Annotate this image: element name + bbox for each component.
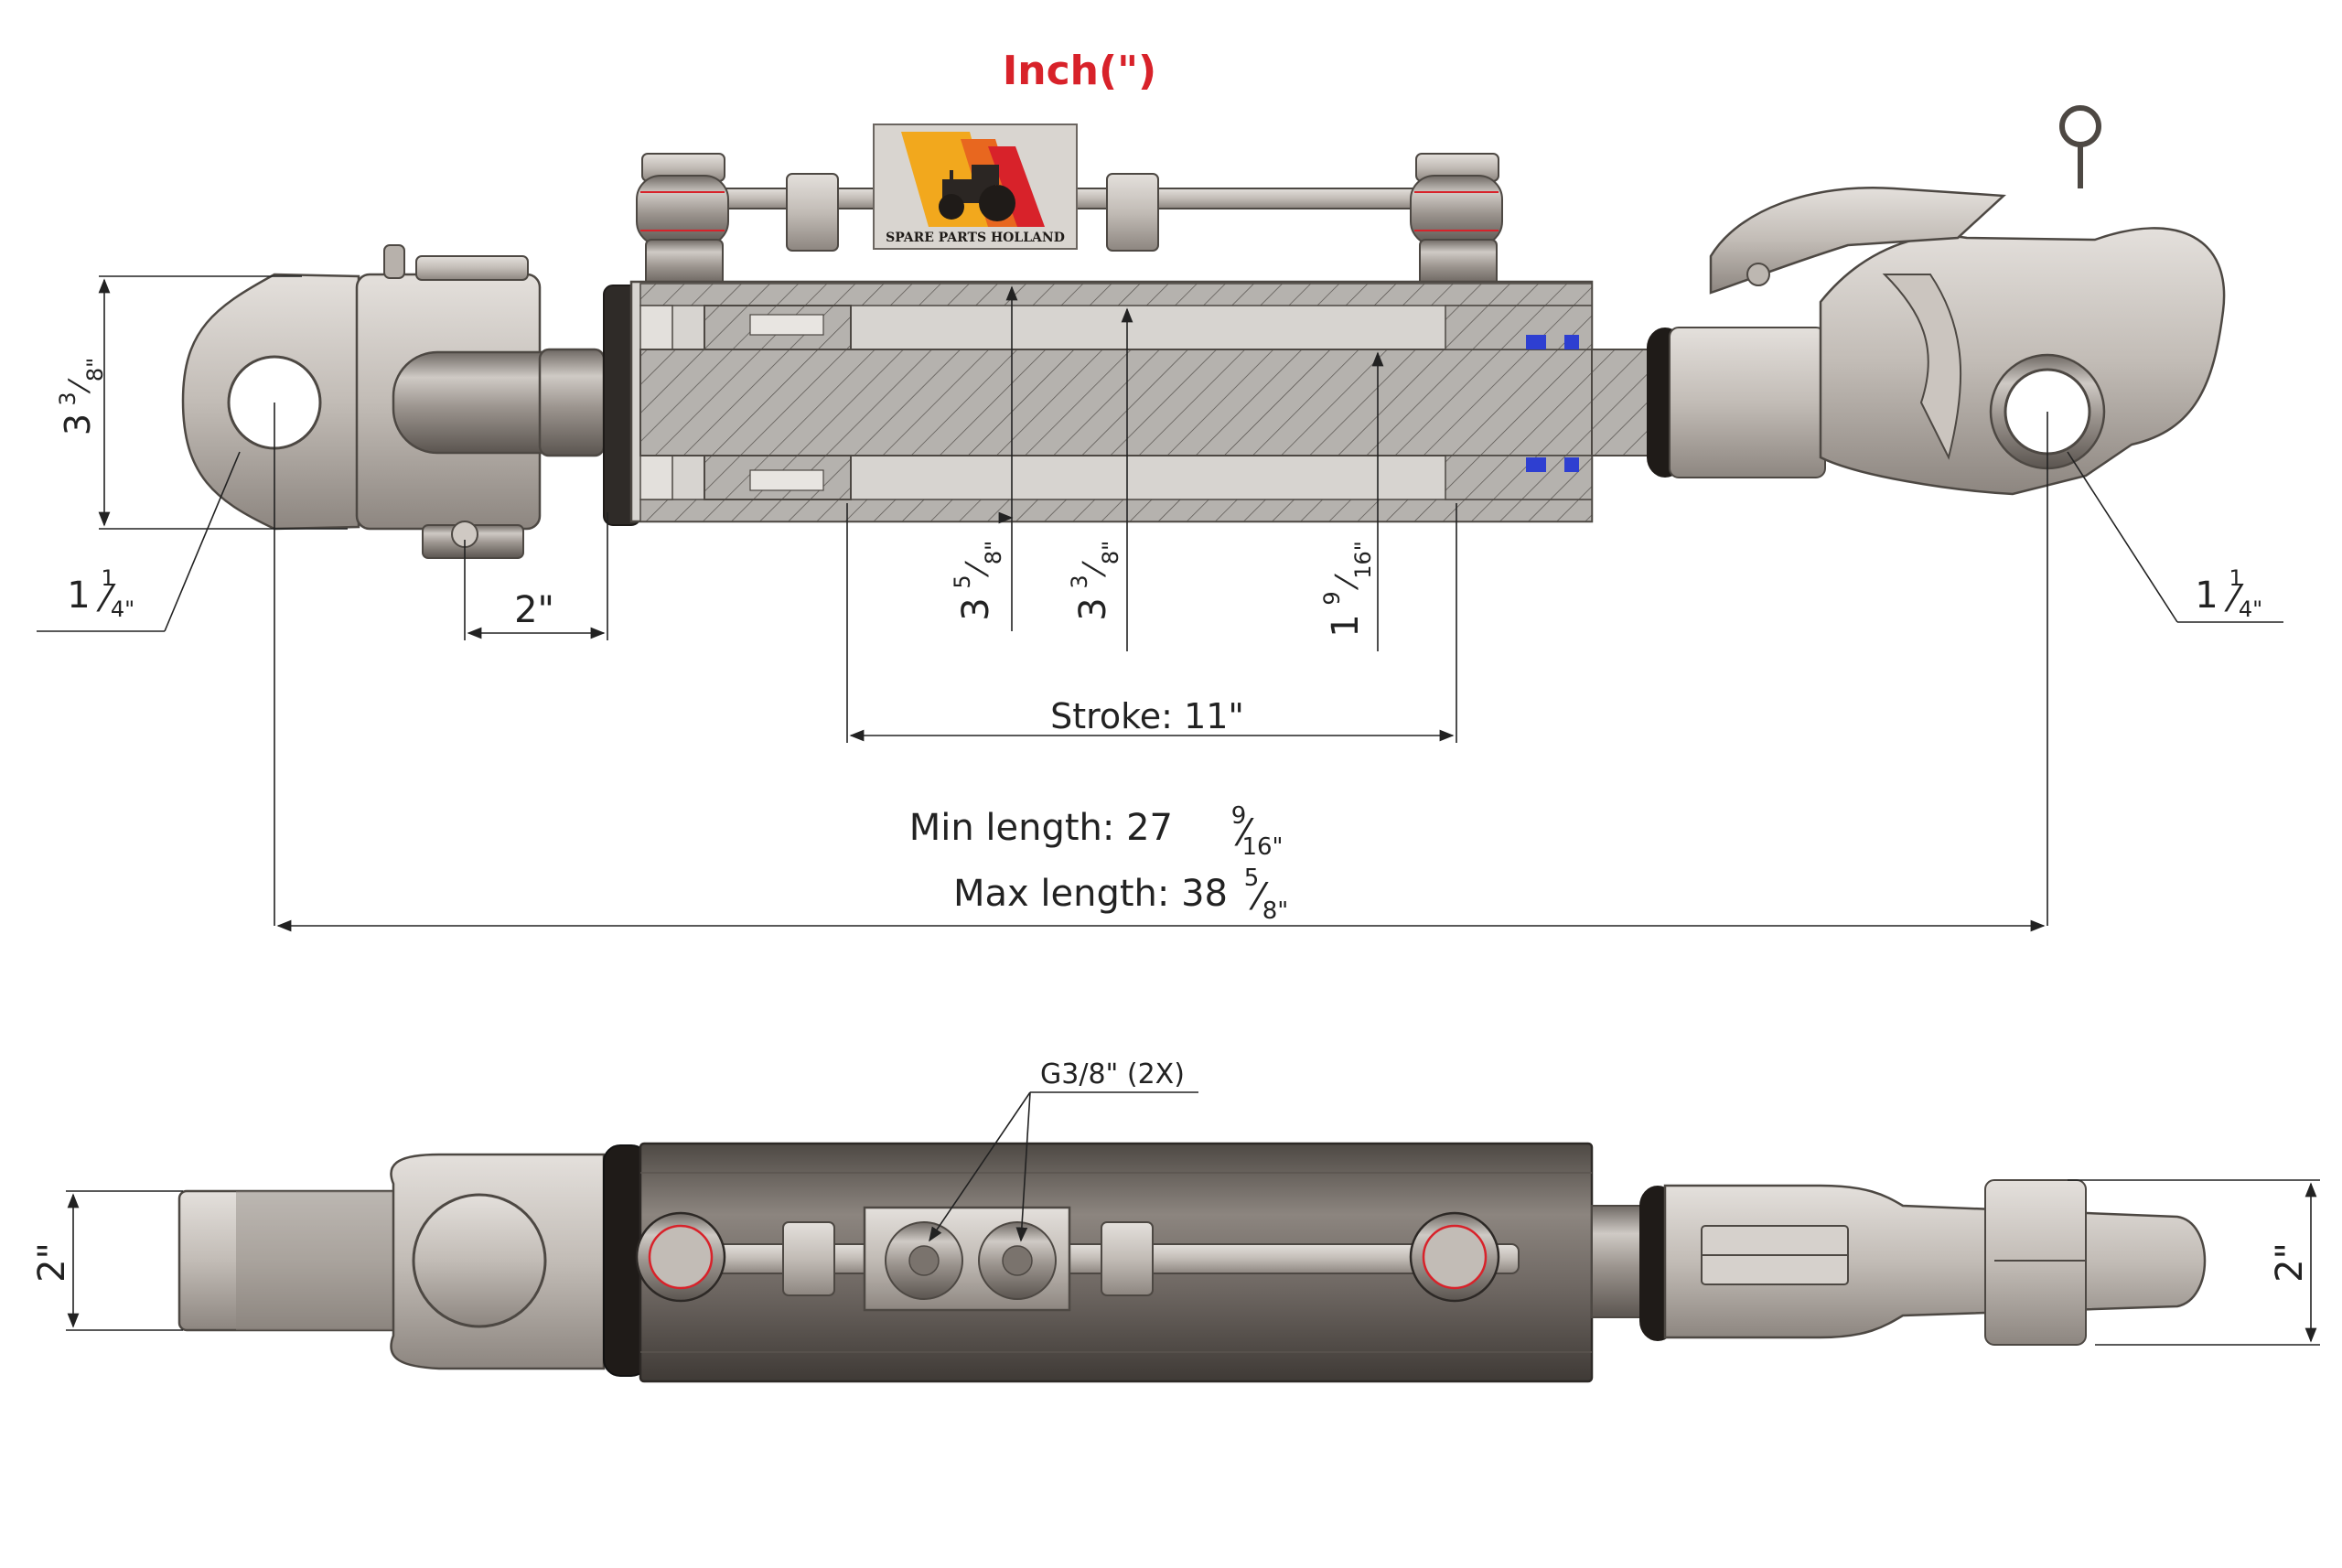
svg-text:1: 1: [1325, 614, 1367, 637]
label-stroke: Stroke: 11": [1050, 696, 1244, 736]
svg-text:Min length: 27: Min length: 27: [909, 807, 1173, 849]
label-height-left: 3 3 ⁄ 8": [55, 358, 108, 435]
svg-text:4": 4": [2239, 596, 2262, 622]
label-port: G3/8" (2X): [1040, 1058, 1185, 1090]
label-rod-dia: 1 9 ⁄ 16": [1319, 541, 1376, 638]
unit-title: Inch("): [1003, 48, 1156, 94]
svg-text:3: 3: [1067, 575, 1092, 588]
right-hook: [1709, 105, 2226, 496]
svg-text:1: 1: [67, 575, 90, 617]
top-view: SPARE PARTS HOLLAND: [37, 105, 2283, 932]
label-outer-dia: 3 5 ⁄ 8": [950, 541, 1006, 621]
svg-text:1: 1: [101, 565, 114, 591]
svg-text:1: 1: [2229, 565, 2242, 591]
label-bore-dia: 3 3 ⁄ 8": [1067, 541, 1123, 621]
logo-text: SPARE PARTS HOLLAND: [886, 231, 1065, 245]
svg-text:9: 9: [1231, 802, 1247, 830]
svg-text:5: 5: [950, 575, 975, 588]
label-width-right: 2": [2269, 1242, 2311, 1283]
svg-text:3: 3: [55, 392, 81, 405]
label-clevis-offset: 2": [514, 589, 554, 631]
label-pin-right: 1 1 ⁄ 4": [2195, 565, 2262, 622]
svg-text:16": 16": [1241, 833, 1283, 861]
label-width-left: 2": [31, 1242, 73, 1283]
svg-text:3: 3: [58, 413, 98, 435]
left-clevis: [181, 244, 615, 559]
svg-text:1: 1: [2195, 575, 2218, 617]
label-min-length: Min length: 27 9 ⁄ 16": [909, 802, 1284, 861]
spare-parts-holland-logo: SPARE PARTS HOLLAND: [873, 124, 1078, 250]
svg-text:9: 9: [1319, 591, 1345, 605]
svg-text:3: 3: [1072, 597, 1114, 620]
port-right: [1002, 1245, 1033, 1276]
svg-text:8": 8": [1098, 541, 1123, 564]
tractor-icon: [939, 165, 1015, 221]
dimension-lines-side: [66, 1091, 2320, 1346]
dimension-lines-top: [37, 275, 2283, 932]
svg-text:4": 4": [111, 596, 134, 622]
label-max-length: Max length: 38 5 ⁄ 8": [953, 865, 1288, 925]
svg-text:5: 5: [1244, 865, 1260, 892]
cylinder-section: [603, 280, 1826, 526]
label-pin-left: 1 1 ⁄ 4": [67, 565, 134, 622]
port-left: [908, 1245, 940, 1276]
side-view: G3/8" (2X) 2" 2": [31, 1058, 2320, 1383]
svg-text:Max length: 38: Max length: 38: [953, 873, 1228, 915]
svg-text:8": 8": [981, 541, 1006, 564]
svg-text:16": 16": [1350, 541, 1376, 579]
svg-text:8": 8": [1262, 897, 1289, 925]
svg-text:3: 3: [955, 597, 997, 620]
svg-text:8": 8": [82, 358, 108, 381]
